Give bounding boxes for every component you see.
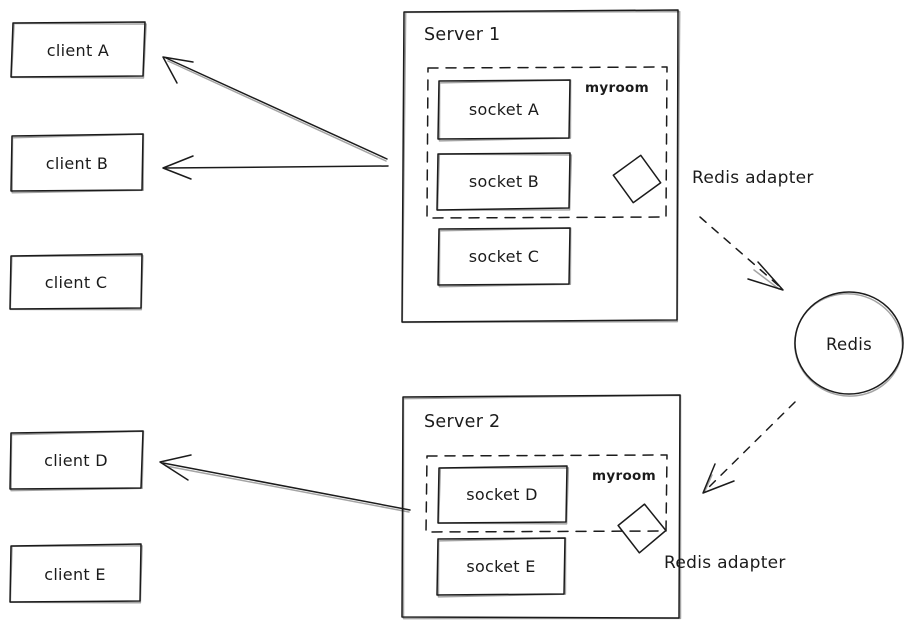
server-1-title: Server 1: [424, 25, 500, 45]
client-b-label: client B: [46, 154, 108, 173]
client-c-label: client C: [45, 273, 108, 292]
socket-a-label: socket A: [469, 100, 539, 119]
redis-adapter-label-2: Redis adapter: [664, 553, 786, 573]
client-e-label: client E: [44, 565, 106, 584]
socket-e-label: socket E: [466, 557, 535, 576]
adapter-diamond-icon-1: [612, 154, 662, 204]
client-e-node: client E: [9, 543, 143, 605]
client-b-node: client B: [10, 133, 145, 194]
server-1-box-sketch: [401, 9, 681, 325]
redis-label: Redis: [826, 335, 872, 354]
arrow-server1-to-client-b: [162, 155, 389, 180]
socket-a-node: socket A: [437, 79, 573, 142]
redis-adapter-label-1: Redis adapter: [692, 168, 814, 188]
redis-node: Redis: [783, 281, 913, 409]
server-2-myroom-label: myroom: [592, 468, 656, 484]
server-2-title: Server 2: [424, 412, 500, 432]
adapter-diamond-icon-2: [617, 503, 667, 554]
server-2-node: Server 2 myroom socket D socket E: [401, 394, 683, 621]
dashed-arrow-redis-to-adapter2: [702, 401, 796, 494]
socket-b-node: socket B: [436, 152, 573, 213]
client-d-label: client D: [44, 451, 108, 470]
client-a-node: client A: [10, 21, 147, 80]
arrow-server1-to-client-a: [162, 56, 388, 162]
socket-e-node: socket E: [436, 537, 568, 598]
socket-c-node: socket C: [437, 227, 573, 288]
server-1-box: [401, 9, 679, 323]
server-1-node: Server 1 myroom socket A socket B socket…: [401, 9, 681, 325]
socket-d-label: socket D: [466, 485, 538, 504]
client-a-label: client A: [47, 41, 109, 60]
client-c-node: client C: [9, 253, 144, 312]
socket-b-label: socket B: [469, 172, 539, 191]
server-1-myroom-label: myroom: [585, 80, 649, 96]
dashed-arrow-adapter1-to-redis: [699, 216, 784, 291]
client-d-node: client D: [9, 430, 145, 492]
socket-d-node: socket D: [437, 465, 570, 526]
arrow-server2-to-client-d: [159, 454, 411, 513]
socket-c-label: socket C: [469, 247, 539, 266]
